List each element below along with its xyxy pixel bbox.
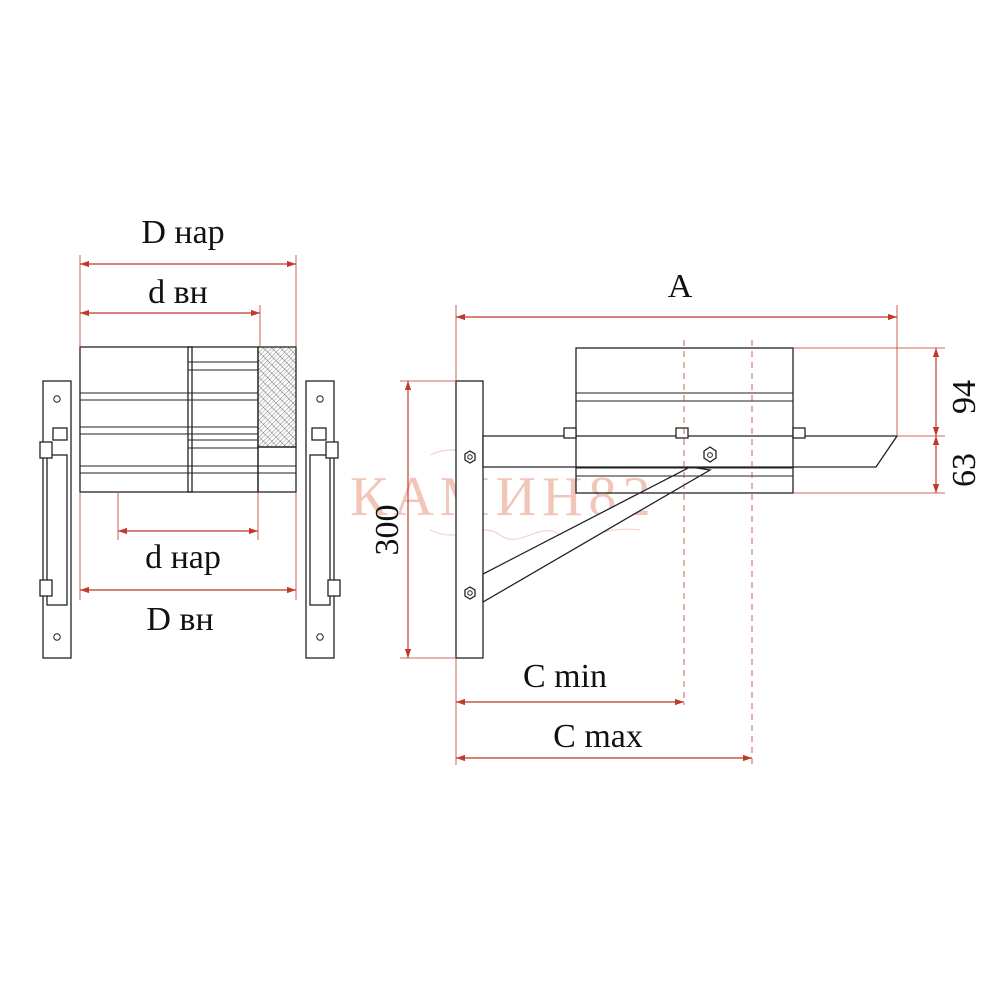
label-c-max: C max [553,718,643,755]
label-dim-63: 63 [946,453,983,487]
label-dim-94: 94 [946,380,983,414]
left-clamp-bracket [39,380,72,659]
label-d-outer: D нар [141,214,224,251]
label-d-inner-top: d вн [148,274,208,311]
label-d-outer-small: d нар [145,539,221,576]
bracket-side-view [455,347,899,659]
left-dimensions [79,255,297,600]
label-height-300: 300 [369,505,406,556]
label-c-min: C min [523,658,607,695]
right-clamp-bracket [305,380,341,659]
pipe-front-view [79,346,297,493]
label-a: A [668,268,693,305]
right-dimensions [400,305,945,765]
label-d-inner-big: D вн [146,601,213,638]
